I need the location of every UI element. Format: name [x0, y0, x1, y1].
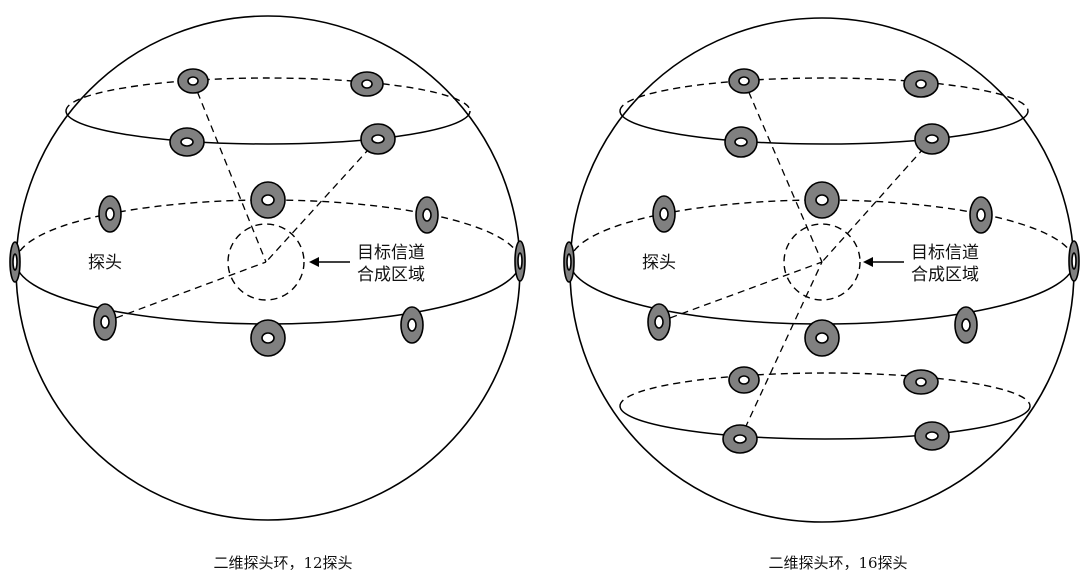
probe-icon: [724, 126, 758, 158]
probe-icon: [722, 424, 758, 454]
probe-icon: [647, 303, 671, 341]
probe-icon: [804, 181, 840, 219]
probe-icon: [903, 70, 939, 98]
lower-ring-front: [619, 405, 1031, 440]
region-label-line2: 合成区域: [357, 265, 425, 285]
probe-icon: [728, 366, 760, 394]
probe-icon: [169, 127, 205, 157]
upper-ring-front: [65, 110, 471, 145]
probe-icon: [98, 195, 122, 233]
target-region-circle: [783, 223, 861, 301]
region-label-line1: 目标信道: [357, 243, 425, 263]
probe-icon: [903, 369, 939, 395]
diagram-16-probes: 探头 目标信道 合成区域 二维探头环，16探头: [563, 17, 1080, 572]
diagram-caption: 二维探头环，16探头: [768, 554, 907, 572]
diagram-caption: 二维探头环，12探头: [213, 554, 352, 572]
probe-icon: [563, 241, 575, 283]
probe-icon: [400, 306, 424, 344]
probe-connection-lines: [658, 80, 933, 440]
probe-label: 探头: [642, 253, 676, 273]
probe-icon: [360, 123, 396, 155]
probe-icon: [969, 196, 993, 234]
region-arrow-head: [863, 257, 873, 267]
region-arrow-head: [309, 257, 319, 267]
probe-icon: [350, 71, 384, 97]
region-label-line2: 合成区域: [911, 265, 979, 285]
probe-icon: [914, 123, 950, 155]
target-region-circle: [227, 223, 305, 301]
probes: [9, 68, 526, 357]
probe-icon: [652, 195, 676, 233]
probe-icon: [514, 240, 526, 282]
probe-label: 探头: [88, 253, 122, 273]
probe-icon: [9, 241, 21, 283]
upper-ring-front: [619, 110, 1029, 145]
probe-icon: [177, 68, 209, 94]
probe-icon: [914, 421, 950, 451]
probe-icon: [728, 68, 760, 94]
region-label-line1: 目标信道: [911, 243, 979, 263]
probe-icon: [415, 196, 439, 234]
probe-icon: [250, 319, 286, 357]
probe-icon: [93, 303, 117, 341]
probes: [563, 68, 1080, 454]
probe-icon: [250, 181, 286, 219]
upper-ring-back: [65, 77, 471, 112]
lower-ring-back: [619, 372, 1031, 407]
probe-connection-lines: [104, 80, 379, 323]
upper-ring-back: [619, 77, 1029, 112]
probe-icon: [954, 306, 978, 344]
diagram-12-probes: 探头 目标信道 合成区域 二维探头环，12探头: [9, 15, 526, 572]
probe-icon: [804, 319, 840, 357]
probe-icon: [1068, 240, 1080, 282]
